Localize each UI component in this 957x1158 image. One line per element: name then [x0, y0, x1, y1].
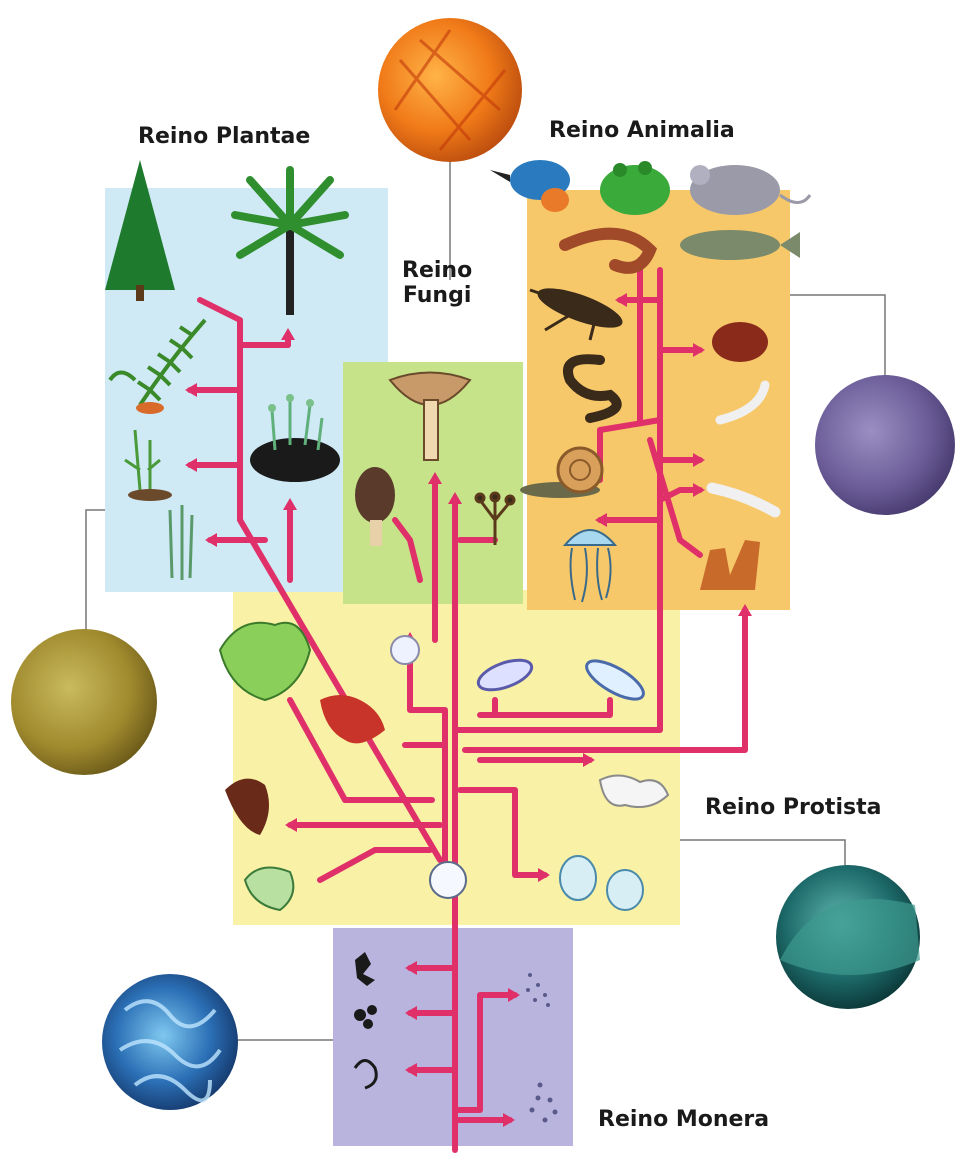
- plantae-label: Reino Plantae: [138, 124, 310, 149]
- fungi-culture-icon: [378, 18, 522, 162]
- protozoa-culture-icon: [815, 375, 955, 515]
- algae-culture-icon: [11, 629, 157, 775]
- bacteria-culture-icon: [102, 974, 238, 1110]
- frog-icon: [600, 161, 670, 215]
- animalia-label: Reino Animalia: [549, 118, 735, 143]
- monera-label: Reino Monera: [598, 1107, 769, 1132]
- fungi-label-line1: Reino: [402, 258, 472, 283]
- fungi-label-line2: Fungi: [402, 283, 472, 308]
- fungi-label: Reino Fungi: [402, 258, 472, 309]
- mouse-icon: [690, 165, 810, 215]
- protista-label: Reino Protista: [705, 795, 881, 820]
